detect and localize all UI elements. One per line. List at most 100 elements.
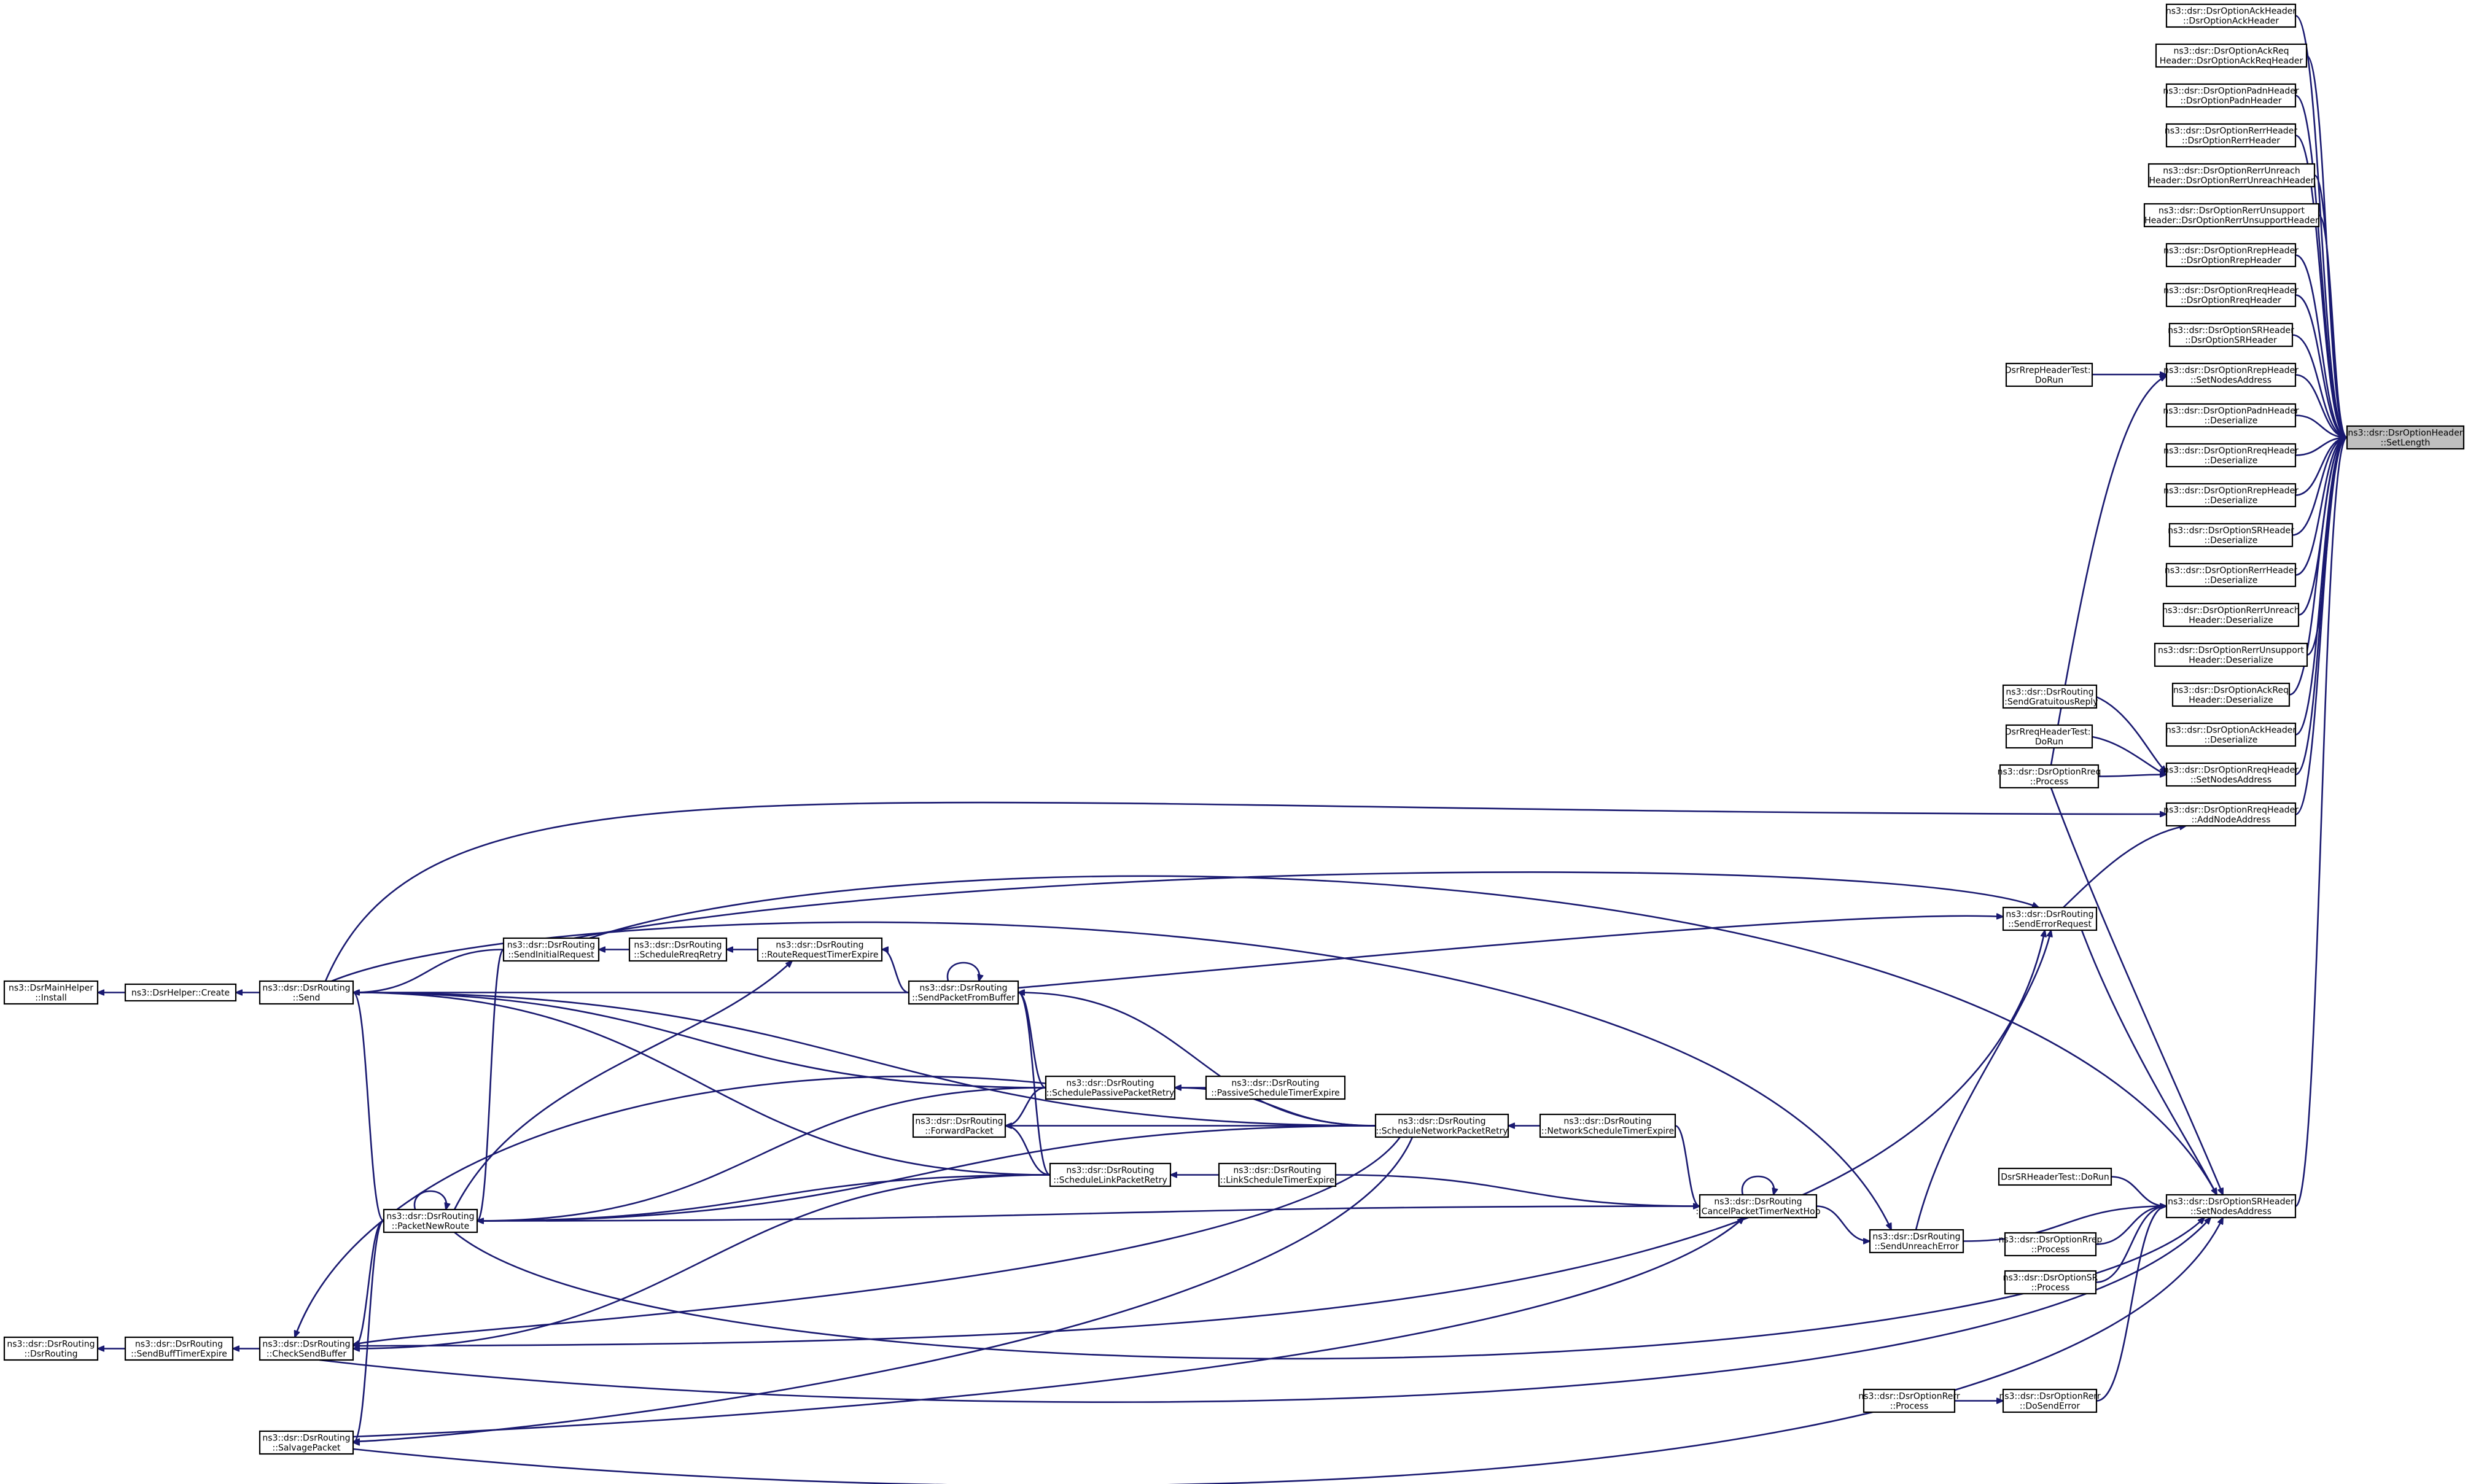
node-rreq_process[interactable]: ns3::dsr::DsrOptionRreq::Process <box>1998 764 2101 789</box>
node-box <box>1049 1162 1172 1187</box>
node-label-line: ::LinkScheduleTimerExpire <box>1220 1176 1334 1186</box>
node-box <box>2165 362 2297 387</box>
node-sr_process[interactable]: ns3::dsr::DsrOptionSR::Process <box>2003 1270 2098 1295</box>
node-rerr_dosend[interactable]: ns3::dsr::DsrOptionRerr::DoSendError <box>1999 1388 2101 1413</box>
node-label-line: ::NetworkScheduleTimerExpire <box>1541 1127 1674 1136</box>
edge-rreq_test-to-rreq_setnodes <box>2092 736 2166 776</box>
node-box <box>1863 1388 1956 1413</box>
node-set_length[interactable]: ns3::dsr::DsrOptionHeader::SetLength <box>2346 425 2465 450</box>
node-label-line: ::Send <box>293 993 321 1003</box>
node-rreq_test[interactable]: DsrRreqHeaderTest::DoRun <box>2005 724 2093 749</box>
node-rreq_ctor[interactable]: ns3::dsr::DsrOptionRreqHeader::DsrOption… <box>2163 282 2299 308</box>
node-sr_ctor[interactable]: ns3::dsr::DsrOptionSRHeader::DsrOptionSR… <box>2168 322 2294 348</box>
node-label-line: ns3::dsr::DsrOptionPadnHeader <box>2163 87 2299 96</box>
edge-new_route-to-send <box>353 993 384 1222</box>
node-send_initial[interactable]: ns3::dsr::DsrRouting::SendInitialRequest <box>502 937 600 962</box>
node-sr_setnodes[interactable]: ns3::dsr::DsrOptionSRHeader::SetNodesAdd… <box>2165 1194 2297 1219</box>
node-label-line: ::SchedulePassivePacketRetry <box>1046 1089 1175 1098</box>
node-link_timer[interactable]: ns3::dsr::DsrRouting::LinkScheduleTimerE… <box>1218 1162 1337 1187</box>
node-rerrunreach_ctor[interactable]: ns3::dsr::DsrOptionRerrUnreachHeader::Ds… <box>2147 163 2316 188</box>
node-label-line: ::ScheduleRreqRetry <box>634 950 722 960</box>
node-sr_test[interactable]: DsrSRHeaderTest::DoRun <box>1998 1167 2112 1186</box>
node-send_unreach[interactable]: ns3::dsr::DsrRouting::SendUnreachError <box>1869 1229 1964 1254</box>
node-cancel_timer[interactable]: ns3::dsr::DsrRouting::CancelPacketTimerN… <box>1695 1194 1821 1219</box>
node-label-line: ns3::dsr::DsrRouting <box>2006 910 2093 920</box>
edge-sched_net-to-send <box>353 993 1376 1127</box>
node-dsr_ctor[interactable]: ns3::dsr::DsrRouting::DsrRouting <box>3 1336 99 1361</box>
node-sched_passive[interactable]: ns3::dsr::DsrRouting::SchedulePassivePac… <box>1045 1075 1176 1100</box>
node-padn_ctor[interactable]: ns3::dsr::DsrOptionPadnHeader::DsrOption… <box>2163 83 2299 108</box>
node-box <box>2171 682 2291 707</box>
edge-send_grat-to-rreq_setnodes <box>2096 696 2166 772</box>
node-helper_create[interactable]: ns3::DsrHelper::Create <box>124 983 237 1002</box>
node-rerrunsupp_deser[interactable]: ns3::dsr::DsrOptionRerrUnsupportHeader::… <box>2154 642 2308 667</box>
node-ack_deser[interactable]: ns3::dsr::DsrOptionAckHeader::Deserializ… <box>2166 722 2297 747</box>
edge-sched_net-to-salvage <box>353 1136 1414 1442</box>
node-rerrunreach_deser[interactable]: ns3::dsr::DsrOptionRerrUnreachHeader::De… <box>2162 602 2300 627</box>
node-rerrunsupp_ctor[interactable]: ns3::dsr::DsrOptionRerrUnsupportHeader::… <box>2143 203 2320 228</box>
node-send_buf[interactable]: ns3::dsr::DsrRouting::SendPacketFromBuff… <box>908 980 1019 1005</box>
node-label-line: Header::Deserialize <box>2189 616 2273 626</box>
edge-send_buf-to-rreq_timer <box>882 950 909 993</box>
edge-rerr_dosend-to-sr_setnodes <box>2096 1206 2166 1402</box>
node-label-line: DoRun <box>2035 737 2063 747</box>
node-new_route[interactable]: ns3::dsr::DsrRouting::PacketNewRoute <box>383 1208 478 1233</box>
node-label-line: ::CheckSendBuffer <box>267 1350 346 1359</box>
node-sched_net[interactable]: ns3::dsr::DsrRouting::ScheduleNetworkPac… <box>1374 1113 1509 1138</box>
node-label-line: ns3::dsr::DsrOptionRerr <box>1999 1392 2100 1402</box>
node-rreq_addnode[interactable]: ns3::dsr::DsrOptionRreqHeader::AddNodeAd… <box>2163 802 2299 827</box>
node-rerr_ctor[interactable]: ns3::dsr::DsrOptionRerrHeader::DsrOption… <box>2165 123 2297 148</box>
node-rerr_process[interactable]: ns3::dsr::DsrOptionRerr::Process <box>1858 1388 1960 1413</box>
node-salvage[interactable]: ns3::dsr::DsrRouting::SalvagePacket <box>259 1430 354 1455</box>
node-rreq_setnodes[interactable]: ns3::dsr::DsrOptionRreqHeader::SetNodesA… <box>2163 762 2299 787</box>
node-label-line: ::DsrOptionRrepHeader <box>2181 256 2281 266</box>
edge-rreq_deser-to-set_length <box>2295 438 2347 456</box>
node-net_timer[interactable]: ns3::dsr::DsrRouting::NetworkScheduleTim… <box>1539 1113 1676 1138</box>
node-label-line: ::Deserialize <box>2205 536 2258 546</box>
node-rreq_deser[interactable]: ns3::dsr::DsrOptionRreqHeader::Deseriali… <box>2163 443 2299 468</box>
node-sched_rreq[interactable]: ns3::dsr::DsrRouting::ScheduleRreqRetry <box>628 937 728 962</box>
node-rrep_test[interactable]: DsrRrepHeaderTest::DoRun <box>2005 362 2093 387</box>
node-rrep_ctor[interactable]: ns3::dsr::DsrOptionRrepHeader::DsrOption… <box>2163 243 2299 268</box>
node-label-line: Header::DsrOptionRerrUnreachHeader <box>2149 176 2314 186</box>
node-main_install[interactable]: ns3::DsrMainHelper::Install <box>3 980 99 1005</box>
node-ackreq_ctor[interactable]: ns3::dsr::DsrOptionAckReqHeader::DsrOpti… <box>2155 43 2308 68</box>
node-box <box>1374 1113 1509 1138</box>
node-rrep_deser[interactable]: ns3::dsr::DsrOptionRrepHeader::Deseriali… <box>2163 483 2299 508</box>
node-send_grat[interactable]: ns3::dsr::DsrRouting::SendGratuitousRepl… <box>2001 684 2098 709</box>
node-box <box>2002 906 2098 931</box>
node-passive_timer[interactable]: ns3::dsr::DsrRouting::PassiveScheduleTim… <box>1205 1075 1346 1100</box>
node-rrep_setnodes[interactable]: ns3::dsr::DsrOptionRrepHeader::SetNodesA… <box>2163 362 2299 387</box>
node-label-line: ns3::dsr::DsrRouting <box>386 1212 474 1222</box>
node-forward[interactable]: ns3::dsr::DsrRouting::ForwardPacket <box>912 1113 1006 1138</box>
node-box <box>259 1430 354 1455</box>
node-label-line: ::DsrOptionRreqHeader <box>2181 296 2281 306</box>
node-label-line: DsrSRHeaderTest::DoRun <box>2001 1173 2109 1183</box>
edge-sched_passive-to-send_buf <box>1018 993 1046 1089</box>
node-rerr_deser[interactable]: ns3::dsr::DsrOptionRerrHeader::Deseriali… <box>2165 562 2297 588</box>
node-label-line: ::SendBuffTimerExpire <box>131 1350 227 1359</box>
edge-send_unreach-to-sr_setnodes <box>1963 1206 2166 1242</box>
edge-sched_passive-to-check_buf <box>295 1075 1075 1337</box>
node-buff_timer[interactable]: ns3::dsr::DsrRouting::SendBuffTimerExpir… <box>124 1336 234 1361</box>
node-send_error_req[interactable]: ns3::dsr::DsrRouting::SendErrorRequest <box>2002 906 2098 931</box>
node-label-line: ::ForwardPacket <box>925 1127 994 1136</box>
node-label-line: ns3::dsr::DsrRouting <box>776 941 863 950</box>
node-sched_link[interactable]: ns3::dsr::DsrRouting::ScheduleLinkPacket… <box>1049 1162 1172 1187</box>
node-ack_ctor[interactable]: ns3::dsr::DsrOptionAckHeader::DsrOptionA… <box>2166 3 2297 28</box>
node-label-line: ::SetLength <box>2381 438 2431 448</box>
node-box <box>2004 1270 2097 1295</box>
edge-send_buf-to-send_error_req <box>1018 916 2003 989</box>
node-ackreq_deser[interactable]: ns3::dsr::DsrOptionAckReqHeader::Deseria… <box>2171 682 2291 707</box>
edge-sched_link-to-check_buf <box>353 1174 1051 1349</box>
edge-link_timer-to-cancel_timer <box>1335 1174 1700 1206</box>
node-padn_deser[interactable]: ns3::dsr::DsrOptionPadnHeader::Deseriali… <box>2163 403 2299 428</box>
node-send[interactable]: ns3::dsr::DsrRouting::Send <box>259 980 354 1005</box>
node-rreq_timer[interactable]: ns3::dsr::DsrRouting::RouteRequestTimerE… <box>757 937 883 962</box>
node-check_buf[interactable]: ns3::dsr::DsrRouting::CheckSendBuffer <box>259 1336 354 1361</box>
node-box <box>1539 1113 1676 1138</box>
node-box <box>2147 163 2316 188</box>
node-sr_deser[interactable]: ns3::dsr::DsrOptionSRHeader::Deserialize <box>2168 523 2294 548</box>
node-rrep_process[interactable]: ns3::dsr::DsrOptionRrep::Process <box>1999 1232 2103 1257</box>
node-box <box>757 937 883 962</box>
